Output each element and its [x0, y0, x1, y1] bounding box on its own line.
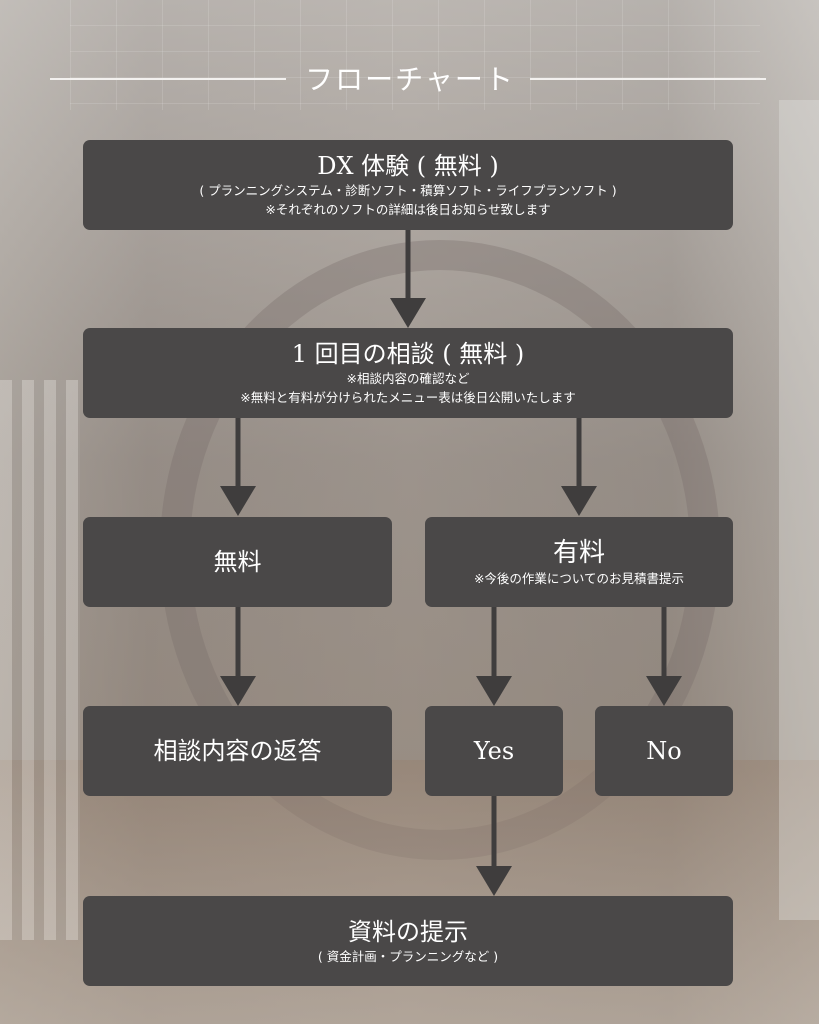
step-materials-title: 資料の提示: [348, 917, 468, 946]
step-paid: 有料 ※今後の作業についてのお見積書提示: [425, 517, 733, 607]
step-first-consultation: 1 回目の相談 ( 無料 ) ※相談内容の確認など ※無料と有料が分けられたメニ…: [83, 328, 733, 418]
step-dx-experience: DX 体験 ( 無料 ) ( プランニングシステム・診断ソフト・積算ソフト・ライ…: [83, 140, 733, 230]
background-window: [70, 0, 760, 110]
step-materials-note: ( 資金計画・プランニングなど ): [317, 948, 499, 964]
step-dx-title: DX 体験 ( 無料 ): [317, 152, 499, 180]
step-free-title: 無料: [213, 548, 262, 576]
step-paid-title: 有料: [552, 537, 605, 568]
step-dx-note: ※それぞれのソフトの詳細は後日お知らせ致します: [265, 202, 551, 217]
arrow-yes-to-materials: [476, 796, 512, 896]
header-line-left: [50, 78, 286, 80]
arrow-free-to-reply: [220, 607, 256, 706]
step-no-title: No: [646, 737, 682, 765]
step-paid-note: ※今後の作業についてのお見積書提示: [473, 570, 685, 586]
background-wall-left: [0, 380, 80, 940]
step-reply-title: 相談内容の返答: [153, 737, 322, 765]
arrow-consult-to-paid: [561, 418, 597, 516]
step-consultation-reply: 相談内容の返答: [83, 706, 392, 796]
header-line-right: [530, 78, 766, 80]
step-yes: Yes: [425, 706, 563, 796]
step-free: 無料: [83, 517, 392, 607]
arrow-paid-to-yes: [476, 607, 512, 706]
step-consult-note2: ※無料と有料が分けられたメニュー表は後日公開いたします: [240, 390, 576, 405]
step-consult-note1: ※相談内容の確認など: [346, 371, 470, 386]
step-consult-title: 1 回目の相談 ( 無料 ): [291, 340, 525, 368]
step-materials: 資料の提示 ( 資金計画・プランニングなど ): [83, 896, 733, 986]
step-no: No: [595, 706, 733, 796]
arrow-consult-to-free: [220, 418, 256, 516]
arrow-dx-to-consult: [390, 230, 426, 328]
page-title: フローチャート: [305, 63, 515, 96]
arrow-paid-to-no: [646, 607, 682, 706]
background-wall-right: [779, 100, 819, 920]
step-dx-subtitle: ( プランニングシステム・診断ソフト・積算ソフト・ライフプランソフト ): [199, 183, 617, 198]
step-yes-title: Yes: [473, 737, 515, 765]
